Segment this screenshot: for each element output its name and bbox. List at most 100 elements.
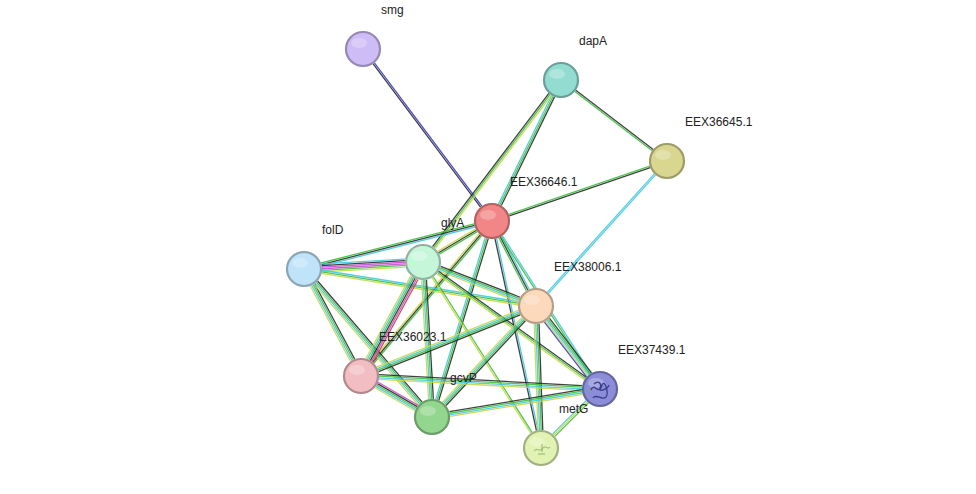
node-disc: [519, 289, 553, 323]
node-label: glyA: [441, 216, 464, 230]
protein-node: EEX37439.1: [582, 371, 618, 407]
evidence-line: [437, 274, 585, 380]
evidence-line: [369, 277, 414, 359]
evidence-line: [314, 284, 418, 405]
interaction-edge: [553, 401, 589, 437]
node-highlight: [292, 258, 308, 268]
node-label: EEX36646.1: [510, 175, 577, 189]
evidence-line: [375, 388, 415, 411]
protein-node: EEX36023.1: [343, 358, 379, 394]
protein-node: EEX38006.1: [518, 288, 554, 324]
evidence-line: [443, 317, 522, 402]
evidence-line: [439, 271, 587, 377]
node-disc: [287, 252, 321, 286]
node-label: EEX38006.1: [554, 260, 621, 274]
node-circle: [523, 430, 559, 466]
evidence-line: [548, 319, 590, 373]
protein-node: metG: [523, 430, 559, 466]
evidence-line: [534, 324, 538, 430]
evidence-line: [446, 321, 525, 406]
node-highlight: [349, 365, 365, 375]
node-highlight: [420, 406, 436, 416]
node-disc: [415, 400, 449, 434]
node-label: metG: [559, 402, 588, 416]
evidence-line: [437, 238, 486, 400]
node-label: gcvP: [450, 371, 477, 385]
interaction-edge: [322, 259, 406, 272]
evidence-line: [444, 319, 523, 404]
node-circle: [474, 203, 510, 239]
evidence-line: [438, 229, 476, 252]
evidence-line: [509, 166, 650, 214]
evidence-line: [379, 375, 582, 386]
evidence-line: [547, 320, 589, 374]
node-circle: [414, 399, 450, 435]
interaction-edge: [534, 324, 543, 430]
evidence-line: [377, 384, 417, 407]
evidence-line: [547, 174, 654, 292]
evidence-line: [366, 276, 411, 358]
node-disc: [475, 204, 509, 238]
interaction-edge: [547, 174, 655, 293]
interaction-edge: [499, 236, 529, 291]
interaction-edge: [310, 284, 354, 361]
node-disc: [344, 359, 378, 393]
evidence-line: [370, 278, 415, 360]
evidence-line: [435, 95, 551, 248]
node-label: EEX36023.1: [379, 330, 446, 344]
protein-node: EEX36645.1: [649, 143, 685, 179]
node-highlight: [655, 150, 671, 160]
evidence-line: [438, 272, 586, 378]
evidence-line: [555, 403, 589, 437]
node-highlight: [524, 295, 540, 305]
structure-sketch: [591, 382, 609, 398]
evidence-line: [377, 312, 519, 369]
evidence-line: [377, 385, 417, 408]
evidence-line: [434, 94, 550, 247]
protein-node: EEX36646.1: [474, 203, 510, 239]
interaction-edge: [436, 238, 489, 401]
protein-node: dapA: [543, 62, 579, 98]
node-disc: [524, 431, 558, 465]
evidence-line: [322, 267, 405, 272]
evidence-line: [377, 310, 519, 367]
interaction-edge: [437, 271, 587, 380]
node-disc: [346, 32, 380, 66]
evidence-line: [373, 64, 480, 207]
interaction-edge: [438, 229, 478, 254]
evidence-line: [367, 277, 412, 359]
interaction-edge: [373, 63, 482, 207]
node-circle: [345, 31, 381, 67]
interaction-edge: [501, 236, 591, 375]
evidence-line: [379, 379, 582, 390]
evidence-line: [374, 63, 481, 206]
node-highlight: [351, 38, 367, 48]
node-highlight: [549, 69, 565, 79]
interaction-edge: [544, 318, 591, 376]
structure-sketch: [534, 444, 550, 454]
node-label: folD: [322, 223, 343, 237]
evidence-line: [379, 376, 582, 387]
node-disc: [406, 245, 440, 279]
node-circle: [543, 62, 579, 98]
evidence-line: [576, 90, 653, 149]
interaction-edge: [509, 166, 650, 216]
interaction-edge: [433, 93, 552, 248]
evidence-line: [373, 280, 418, 362]
evidence-line: [379, 315, 521, 372]
evidence-line: [575, 92, 652, 151]
evidence-line: [546, 321, 588, 375]
node-highlight: [411, 251, 427, 261]
node-disc: [544, 63, 578, 97]
interaction-edge: [366, 276, 418, 362]
node-disc: [650, 144, 684, 178]
evidence-line: [544, 322, 586, 376]
evidence-line: [549, 175, 656, 293]
interaction-edge: [375, 382, 418, 411]
node-circle: [649, 143, 685, 179]
protein-node: folD: [286, 251, 322, 287]
evidence-line: [509, 168, 650, 216]
protein-node: smg: [345, 31, 381, 67]
evidence-line: [445, 320, 524, 405]
